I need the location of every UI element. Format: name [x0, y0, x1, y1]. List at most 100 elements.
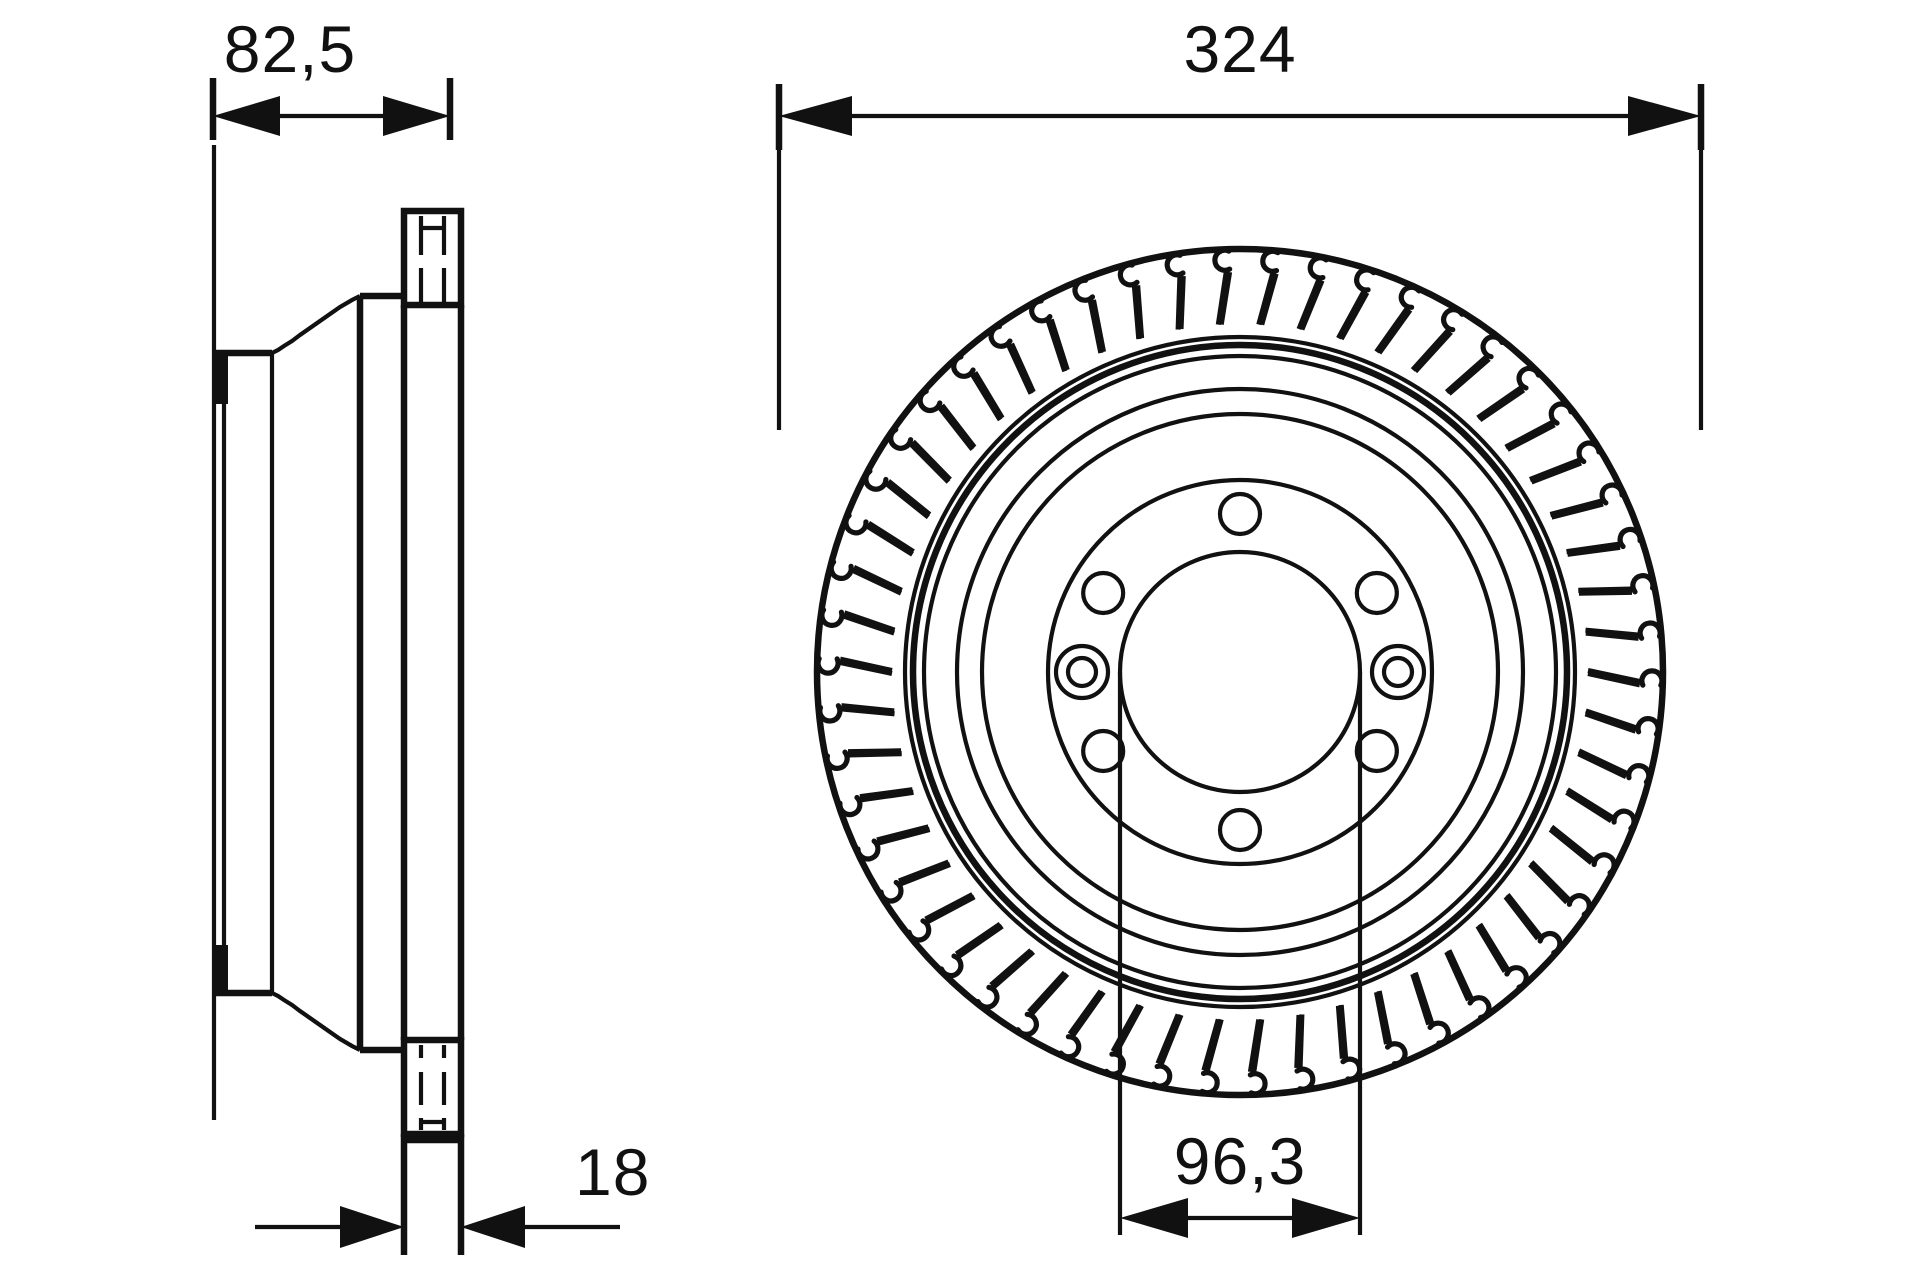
vane-wall-20-2: [1505, 892, 1543, 938]
vane-wall-34-2: [957, 923, 1004, 959]
vane-wall-35-1: [954, 922, 1002, 957]
vane-wall-15-1: [1587, 670, 1641, 688]
vane-hook-37: [855, 838, 881, 862]
vane-wall-29-2: [1158, 1013, 1184, 1066]
disc-face-view: 324 96,3: [775, 12, 1705, 1238]
dimension-label-18: 18: [575, 1135, 650, 1209]
bolt-hole-3: [1354, 728, 1399, 774]
vane-wall-38-1: [876, 824, 930, 843]
vane-13: [1578, 589, 1663, 641]
arrow-right: [383, 96, 450, 136]
hat-profile: [214, 292, 404, 1054]
vane-49: [972, 323, 1034, 420]
vane-wall-49-1: [972, 371, 1005, 420]
vane-hook-21: [1504, 965, 1529, 990]
vane-hook-45: [863, 468, 889, 492]
vane-hook-8: [1548, 401, 1574, 426]
vane-wall-23-1: [1444, 950, 1471, 1002]
vane-hook-38: [837, 794, 863, 818]
bolt-hole-6: [1081, 570, 1126, 616]
vane-wall-40-2: [841, 706, 895, 717]
vane-inner-boundary-circle: [902, 334, 1578, 1010]
vane-hook-42: [819, 607, 845, 628]
vane-wall-10-1: [1530, 460, 1582, 485]
vane-33: [975, 950, 1067, 1014]
vane-23: [1412, 950, 1471, 1046]
vane-wall-16-1: [1584, 711, 1637, 734]
vane-wall-31-2: [1070, 990, 1106, 1037]
vane-43: [828, 559, 903, 633]
vane-wall-33-2: [991, 950, 1036, 990]
vane-hook-44: [843, 512, 869, 536]
vane-wall-12-1: [1567, 544, 1621, 557]
friction-ring-outer-circle: [909, 341, 1571, 1003]
vane-wall-52-1: [1090, 299, 1107, 353]
vane-wall-22-1: [1475, 924, 1508, 973]
vane-hook-18: [1591, 852, 1617, 876]
ventilation-vane-pattern: [815, 247, 1665, 1097]
vane-hook-3: [1354, 267, 1377, 293]
vane-wall-34-1: [989, 948, 1033, 988]
vane-53: [1135, 252, 1186, 339]
vane-46: [886, 426, 951, 517]
bolt-circle-boundary: [1045, 477, 1435, 867]
vane-wall-47-1: [911, 439, 952, 482]
vane-2: [1259, 255, 1329, 331]
vane-5: [1377, 307, 1465, 372]
vane-34: [938, 923, 1033, 988]
vane-hook-50: [1029, 298, 1053, 324]
vane-hook-13: [1637, 620, 1663, 641]
vane-wall-47-2: [937, 406, 975, 452]
vane-wall-28-1: [1247, 1019, 1262, 1073]
bolt-hole-4: [1217, 807, 1263, 853]
vane-hook-12: [1630, 573, 1656, 595]
vane-4: [1338, 284, 1422, 354]
vane-hook-1: [1260, 248, 1281, 274]
vane-hook-41: [815, 656, 841, 676]
vane-wall-1-2: [1256, 272, 1276, 326]
vane-wall-14-2: [1587, 668, 1641, 685]
vane-hook-15: [1635, 716, 1661, 737]
vane-wall-32-1: [1067, 989, 1103, 1036]
vane-wall-53-2: [1175, 276, 1183, 330]
vane-wall-4-1: [1338, 291, 1370, 341]
arrow-left: [213, 96, 280, 136]
vane-wall-15-2: [1584, 708, 1637, 731]
vane-wall-8-1: [1478, 387, 1526, 422]
vane-hook-53: [1164, 252, 1186, 278]
vane-48: [939, 354, 1003, 449]
vane-26: [1294, 1005, 1345, 1092]
vane-hook-16: [1626, 763, 1652, 785]
vane-wall-7-1: [1447, 356, 1491, 396]
vane-wall-46-1: [886, 479, 932, 517]
vane-3: [1299, 267, 1377, 340]
vane-wall-10-2: [1549, 498, 1603, 518]
hat-chamfer-lower: [271, 991, 361, 1052]
vane-45: [863, 468, 931, 554]
vane-12: [1567, 544, 1656, 595]
vane-20: [1505, 862, 1569, 956]
vane-hook-14: [1639, 668, 1665, 688]
vane-hook-30: [1103, 1051, 1126, 1077]
vane-hook-49: [988, 323, 1013, 349]
vane-9: [1506, 422, 1602, 483]
vane-hook-17: [1611, 808, 1637, 832]
vane-wall-41-2: [839, 659, 893, 676]
hat-outer-circle: [954, 386, 1526, 958]
vane-6: [1413, 330, 1505, 394]
vane-wall-13-1: [1578, 589, 1633, 596]
vane-11: [1550, 501, 1643, 555]
dimension-label-82-5: 82,5: [224, 12, 356, 86]
vane-hook-24: [1384, 1041, 1408, 1067]
vane-wall-54-1: [1178, 275, 1186, 330]
vane-wall-26-1: [1335, 1005, 1345, 1059]
vane-wall-40-1: [847, 748, 902, 755]
vane-wall-14-1: [1585, 630, 1639, 641]
vane-wall-6-1: [1413, 330, 1453, 374]
vane-wall-51-2: [1087, 300, 1104, 354]
dim963-arrow-right: [1292, 1198, 1360, 1238]
vane-wall-43-2: [851, 568, 903, 596]
vane-wall-2-1: [1259, 272, 1279, 326]
friction-ring-inner-circle: [921, 353, 1559, 991]
vane-wall-9-2: [1529, 457, 1581, 483]
